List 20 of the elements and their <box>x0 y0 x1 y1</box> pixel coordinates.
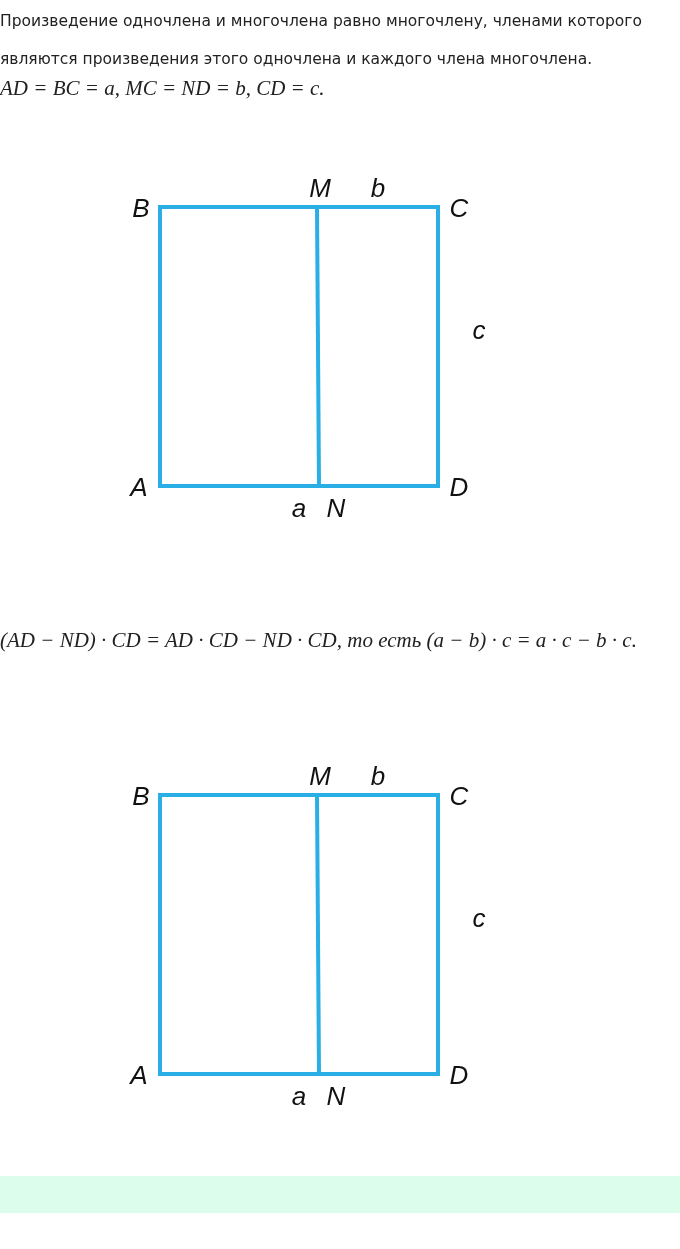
point-label: M <box>309 172 331 204</box>
point-label: C <box>449 780 469 812</box>
point-label: c <box>472 902 486 934</box>
point-label: N <box>326 1080 346 1112</box>
point-label: A <box>130 471 148 503</box>
formula-text: (AD − ND) · CD = AD · CD − ND · CD, то есть (a − b) · c = a · c − b · c. <box>0 627 638 654</box>
point-label: D <box>449 471 469 503</box>
point-label: D <box>449 1059 469 1091</box>
point-label: N <box>326 492 346 524</box>
point-label: B <box>132 780 150 812</box>
point-label: M <box>309 760 331 792</box>
point-label: b <box>370 172 386 204</box>
point-label: A <box>130 1059 148 1091</box>
point-label: a <box>291 492 307 524</box>
point-label: a <box>291 1080 307 1112</box>
rule-text: Произведение одночлена и многочлена равно многочлену, членами которого являются произведения этого одночлена и каждого члена многочлена. <box>0 11 643 70</box>
point-label: B <box>132 192 150 224</box>
point-label: b <box>370 760 386 792</box>
point-label: C <box>449 192 469 224</box>
point-label: c <box>472 314 486 346</box>
